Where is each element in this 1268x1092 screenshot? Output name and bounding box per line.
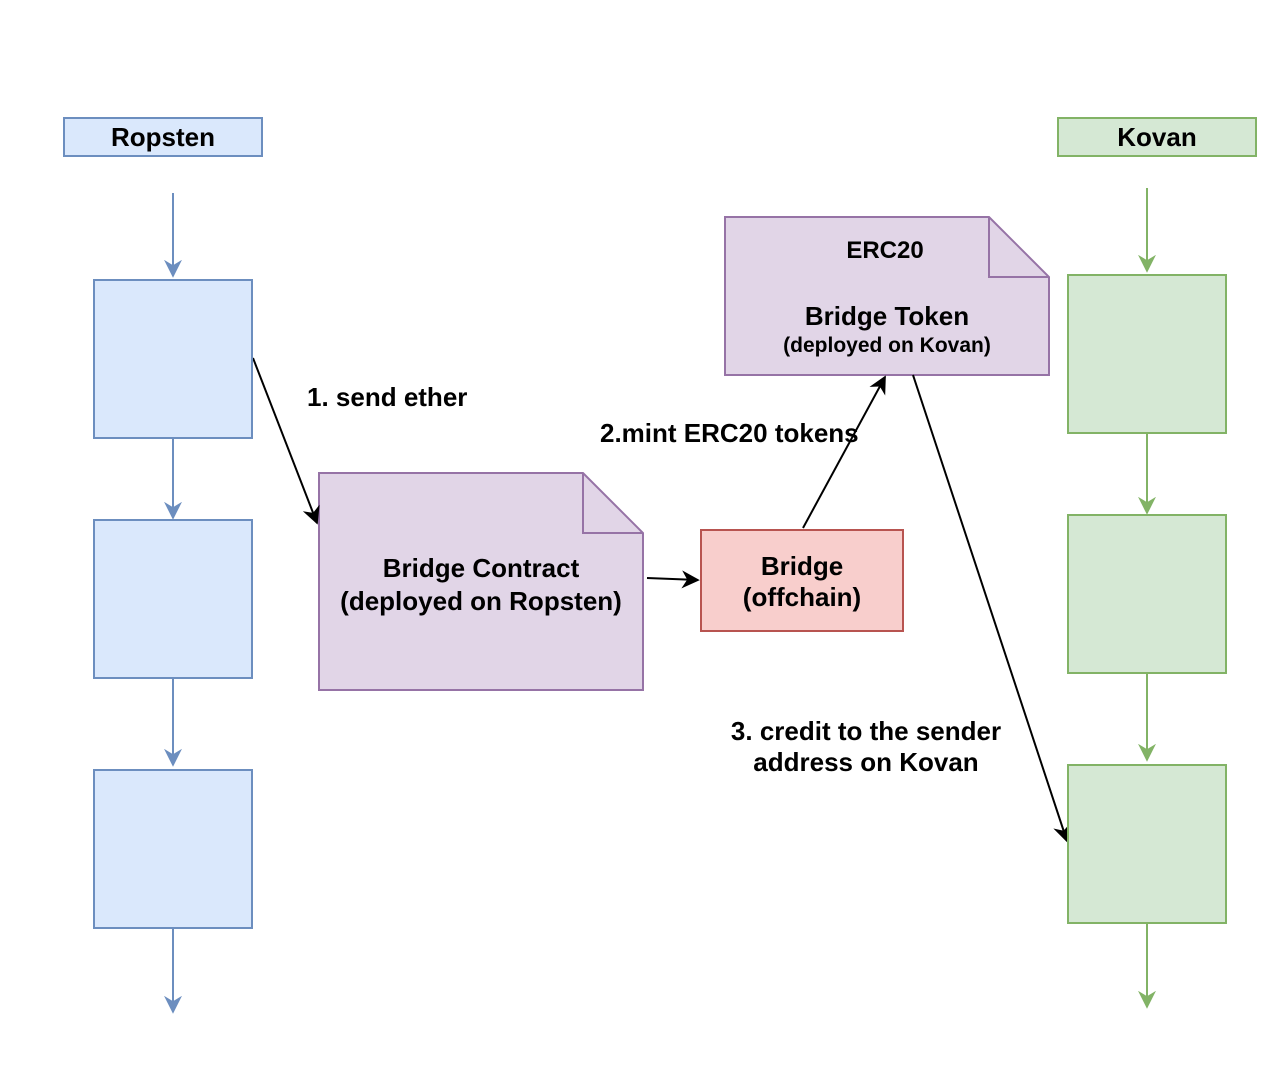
bridge-contract-title: Bridge Contract (382, 553, 580, 583)
bridge-token-title: Bridge Token (804, 301, 970, 331)
kovan-header: Kovan (1057, 117, 1257, 157)
bridge-contract-note (318, 472, 644, 691)
bridge-offchain-subtitle: (offchain) (742, 582, 862, 612)
step-3-line-1: 3. credit to the sender (730, 716, 1002, 746)
ropsten-block-3 (93, 769, 253, 929)
bridge-token-subtitle: (deployed on Kovan) (783, 334, 991, 357)
kovan-block-1 (1067, 274, 1227, 434)
credit-sender-arrow (912, 374, 1071, 843)
bridge-token-note-fold (988, 217, 1049, 278)
ropsten-block-2 (93, 519, 253, 679)
kovan-title: Kovan (1117, 121, 1197, 152)
step-3-line-2: address on Kovan (753, 747, 979, 777)
ropsten-header: Ropsten (63, 117, 263, 157)
step-2-label: 2.mint ERC20 tokens (600, 418, 859, 448)
bridge-contract-label: Bridge Contract (deployed on Ropsten) (319, 552, 643, 618)
bridge-token-erc20-label: ERC20 (846, 237, 924, 264)
bridge-contract-subtitle: (deployed on Ropsten) (340, 586, 622, 616)
kovan-block-3 (1067, 764, 1227, 924)
step-1-label: 1. send ether (307, 382, 468, 412)
ropsten-block-1 (93, 279, 253, 439)
step-3-label: 3. credit to the sender address on Kovan (716, 716, 1016, 778)
bridge-offchain-box: Bridge (offchain) (700, 529, 904, 632)
send-ether-arrow (252, 357, 320, 525)
bridge-token-note (724, 216, 1050, 376)
ropsten-title: Ropsten (111, 121, 215, 152)
bridge-contract-note-fold (582, 473, 643, 534)
bridge-offchain-title: Bridge (760, 551, 844, 581)
kovan-block-2 (1067, 514, 1227, 674)
mint-tokens-arrow (802, 375, 886, 529)
contract-to-bridge-arrow (646, 570, 700, 589)
bridge-offchain-label: Bridge (offchain) (702, 551, 902, 613)
